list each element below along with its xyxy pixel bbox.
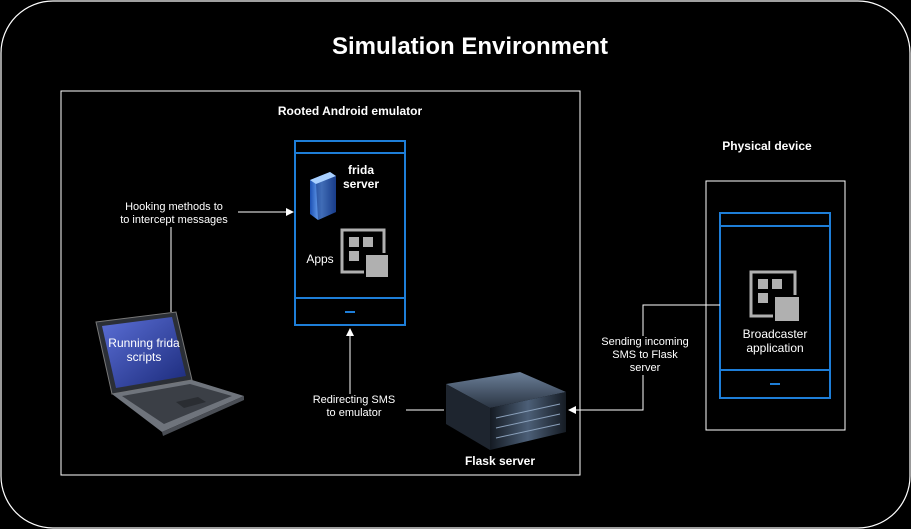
edge-label-hooking: Hooking methods to to intercept messages: [110, 201, 238, 227]
laptop-icon: [95, 311, 244, 436]
diagram-title: Simulation Environment: [331, 33, 609, 60]
apps-label: Apps: [306, 252, 334, 266]
flask-server-label: Flask server: [464, 454, 536, 468]
flask-server-icon: [446, 372, 566, 450]
physical-device-label: Physical device: [722, 139, 812, 153]
broadcaster-app-icon: [749, 270, 801, 323]
edge-label-sending: Sending incoming SMS to Flask server: [593, 336, 697, 375]
edge-label-redirecting: Redirecting SMS to emulator: [302, 394, 406, 420]
emulator-phone: [294, 140, 406, 326]
emulator-boundary: [60, 90, 581, 476]
frida-server-label: frida server: [342, 163, 380, 191]
apps-icon: [340, 228, 390, 279]
broadcaster-app-label: Broadcaster application: [742, 327, 808, 355]
laptop-label: Running frida scripts: [108, 336, 180, 364]
emulator-label: Rooted Android emulator: [277, 104, 423, 118]
frida-server-icon: [310, 172, 336, 220]
